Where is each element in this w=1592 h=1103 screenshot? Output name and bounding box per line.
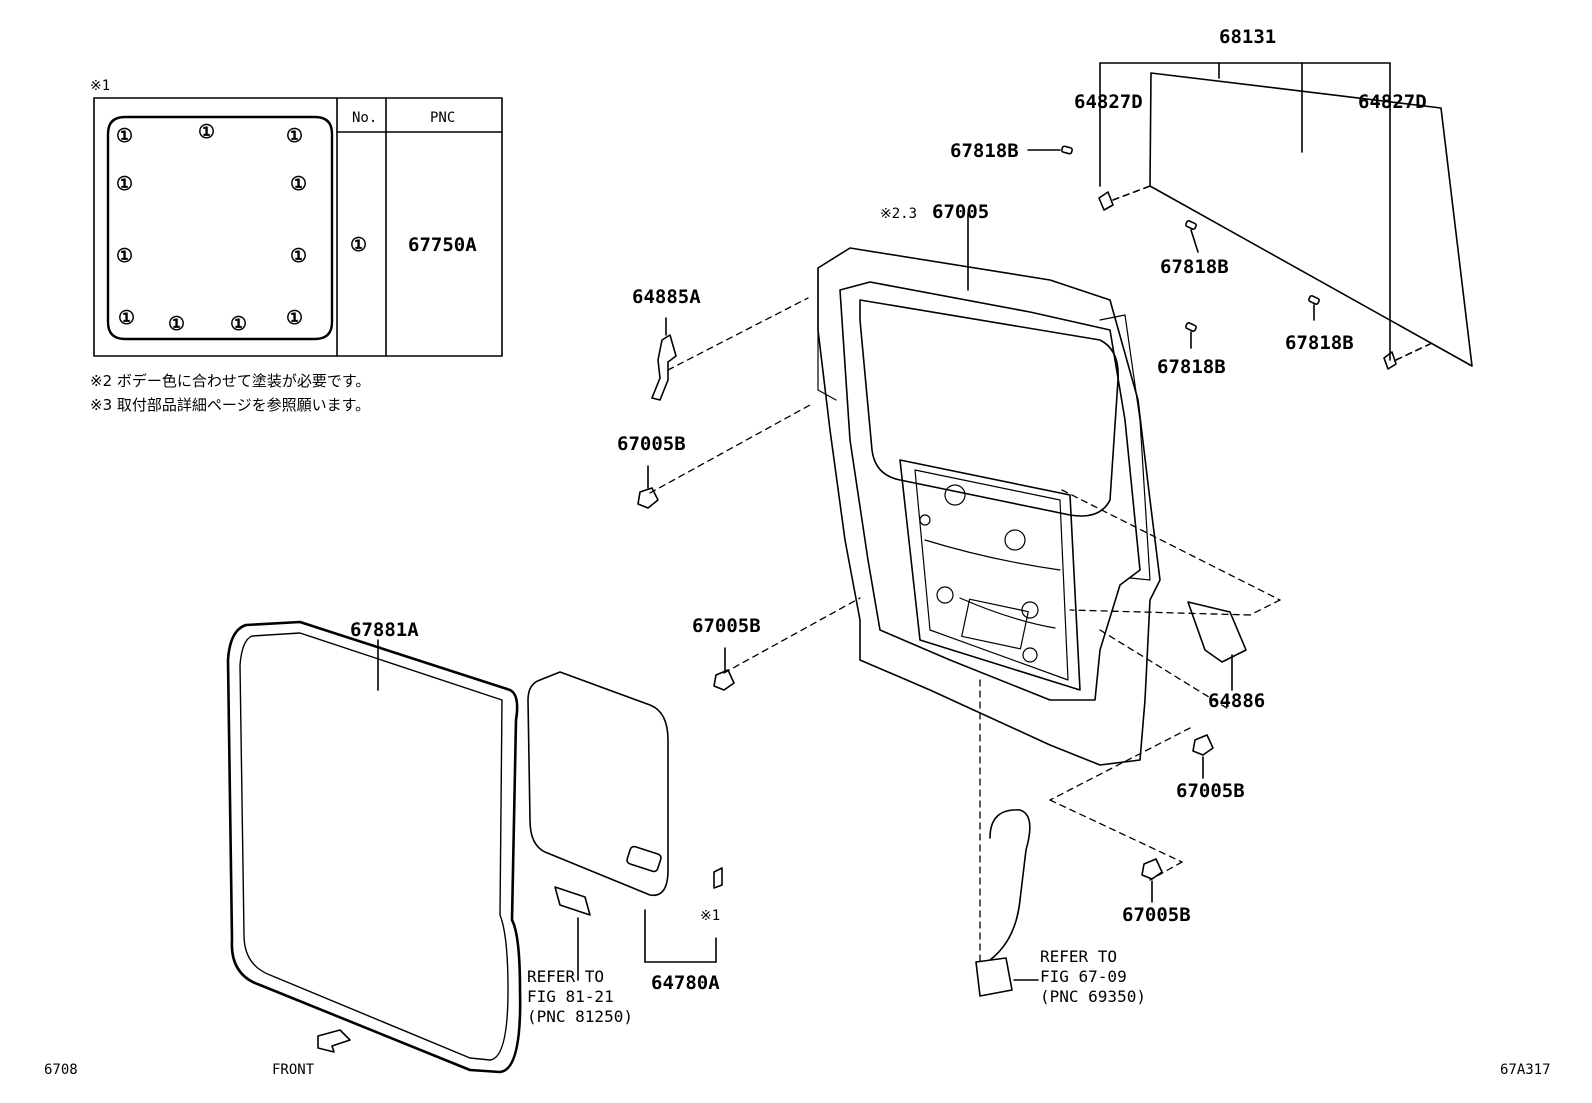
clip-symbol: ① bbox=[286, 125, 303, 147]
clip-symbol: ① bbox=[286, 307, 303, 329]
ref-line: REFER TO bbox=[527, 967, 604, 986]
note-2: ※2 ボデー色に合わせて塗装が必要です。 bbox=[90, 372, 371, 390]
label-64885A: 64885A bbox=[632, 286, 701, 308]
clip-outline bbox=[106, 115, 334, 341]
ref-line: (PNC 81250) bbox=[527, 1007, 633, 1026]
row-no: ① bbox=[350, 234, 367, 256]
label-64827D-left: 64827D bbox=[1074, 91, 1143, 113]
clip-symbol: ① bbox=[118, 307, 135, 329]
clip-symbol: ① bbox=[290, 245, 307, 267]
clip-symbol: ① bbox=[116, 125, 133, 147]
clip-symbol: ① bbox=[290, 173, 307, 195]
label-67818B-c: 67818B bbox=[1157, 356, 1226, 378]
label-67881A: 67881A bbox=[350, 619, 419, 641]
glass-panel bbox=[1027, 62, 1473, 370]
footer-left-code: 6708 bbox=[44, 1062, 78, 1078]
col-pnc-header: PNC bbox=[430, 110, 455, 126]
label-64886: 64886 bbox=[1208, 690, 1265, 712]
label-67818B-b: 67818B bbox=[1285, 332, 1354, 354]
plug-67005B bbox=[637, 465, 1214, 903]
note-3: ※3 取付部品詳細ページを参照願います。 bbox=[90, 396, 371, 414]
refer-block-81-21: REFER TO FIG 81-21 (PNC 81250) bbox=[527, 967, 633, 1026]
switch-cable bbox=[975, 809, 1039, 997]
label-67005B-4: 67005B bbox=[1122, 904, 1191, 926]
clip-symbols: ① ① ① ① ① ① ① ① ① ① ① bbox=[116, 121, 307, 335]
inset-table bbox=[93, 97, 503, 357]
ref-line: REFER TO bbox=[1040, 947, 1117, 966]
leader-lines bbox=[649, 297, 1281, 966]
label-67818B-top: 67818B bbox=[950, 140, 1019, 162]
ref-line: FIG 67-09 bbox=[1040, 967, 1127, 986]
col-no-header: No. bbox=[352, 110, 377, 126]
inset-marker: ※1 bbox=[90, 78, 110, 94]
panel-64780A bbox=[527, 671, 723, 981]
clip-mark: ※1 bbox=[700, 908, 720, 924]
ref-line: FIG 81-21 bbox=[527, 987, 614, 1006]
front-arrow-icon bbox=[317, 1029, 351, 1053]
label-67005B-2: 67005B bbox=[692, 615, 761, 637]
label-67005: 67005 bbox=[932, 201, 989, 223]
footer-right-code: 67A317 bbox=[1500, 1062, 1551, 1078]
part-64885A bbox=[651, 317, 677, 401]
back-door bbox=[817, 212, 1161, 766]
label-64827D-right: 64827D bbox=[1358, 91, 1427, 113]
clip-symbol: ① bbox=[168, 313, 185, 335]
row-pnc: 67750A bbox=[408, 234, 477, 256]
label-67005B-1: 67005B bbox=[617, 433, 686, 455]
label-67005B-3: 67005B bbox=[1176, 780, 1245, 802]
ref-line: (PNC 69350) bbox=[1040, 987, 1146, 1006]
front-label: FRONT bbox=[272, 1062, 315, 1078]
label-67818B-a: 67818B bbox=[1160, 256, 1229, 278]
clip-symbol: ① bbox=[116, 173, 133, 195]
weatherstrip-67881A bbox=[226, 620, 522, 1074]
refer-block-67-09: REFER TO FIG 67-09 (PNC 69350) bbox=[1040, 947, 1146, 1006]
label-68131: 68131 bbox=[1219, 26, 1276, 48]
clip-symbol: ① bbox=[230, 313, 247, 335]
label-67005-mark: ※2.3 bbox=[880, 206, 917, 222]
label-64780A: 64780A bbox=[651, 972, 720, 994]
clip-symbol: ① bbox=[116, 245, 133, 267]
part-64886 bbox=[1187, 601, 1247, 691]
clip-symbol: ① bbox=[198, 121, 215, 143]
